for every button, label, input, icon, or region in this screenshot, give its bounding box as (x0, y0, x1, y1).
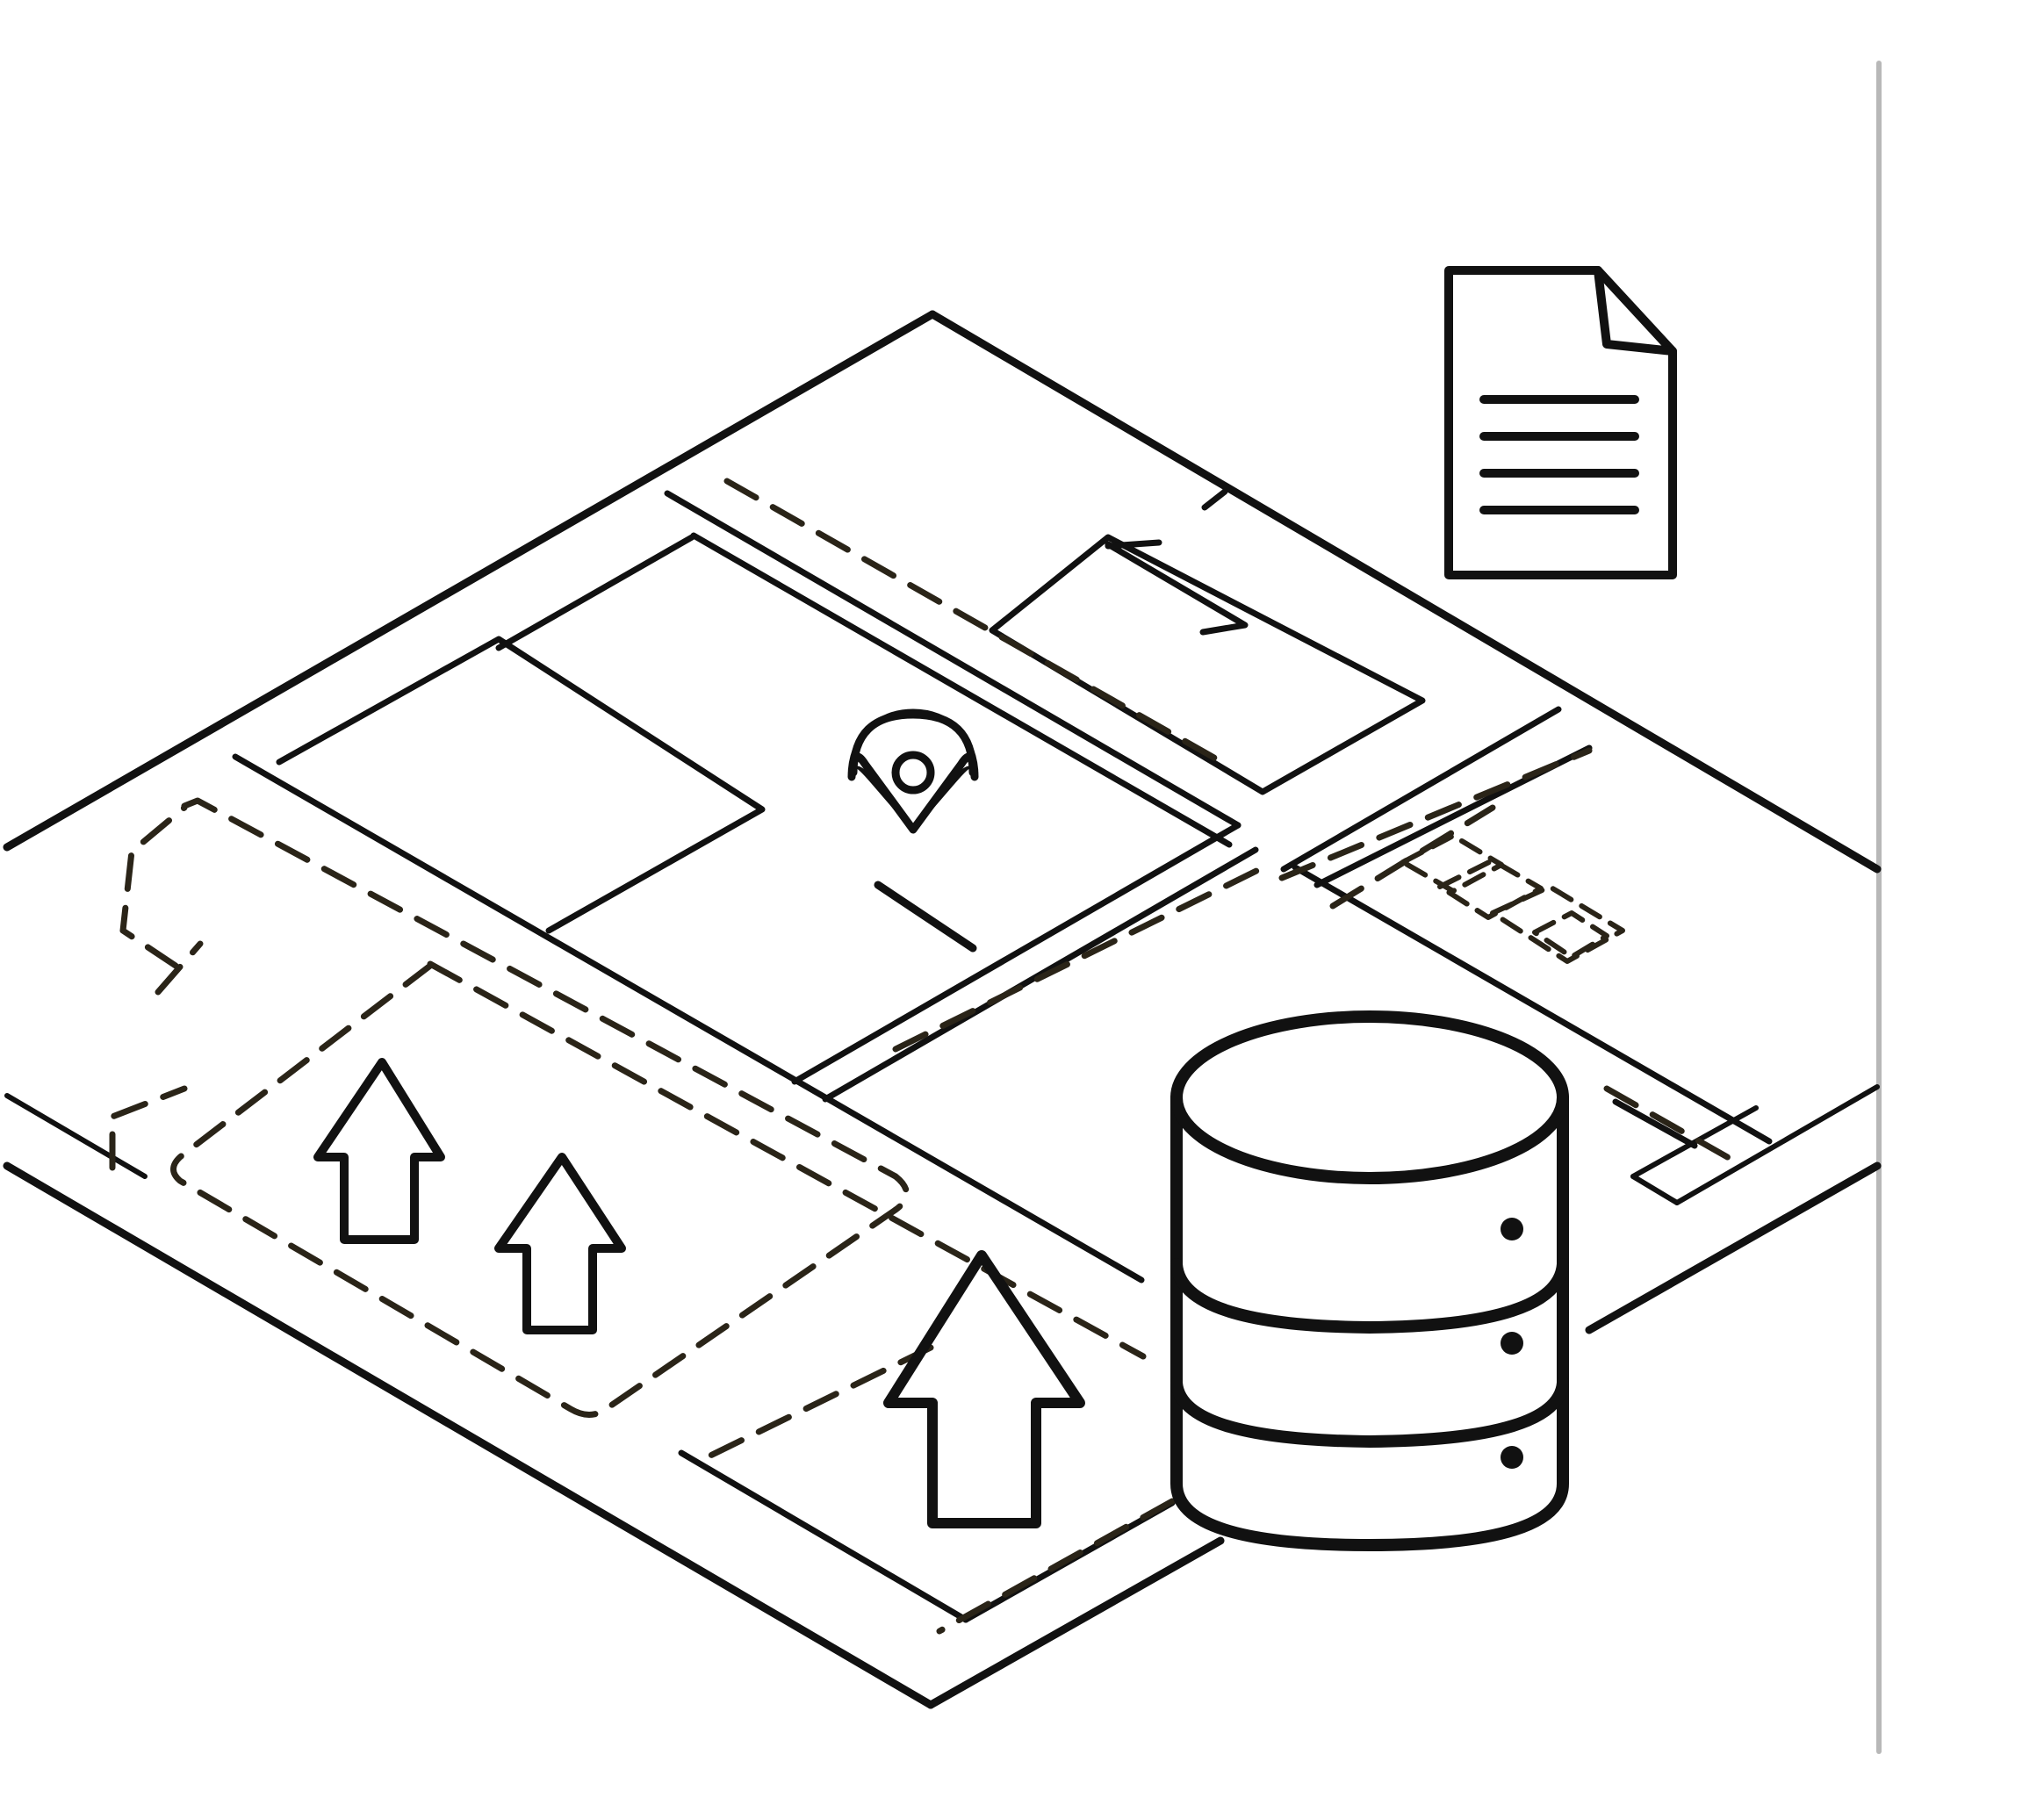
location-pin-icon (847, 708, 979, 953)
map-parcels (232, 488, 1773, 1623)
map-dashed-boundaries (109, 478, 1746, 1635)
upload-arrow-icon (883, 1250, 1085, 1528)
database-icon (1170, 1010, 1569, 1551)
upload-arrow-icon (494, 1153, 626, 1334)
document-icon (1444, 266, 1677, 579)
isometric-platform (3, 310, 1882, 1709)
upload-arrow-icon (313, 1058, 445, 1244)
map-block-cluster (1400, 833, 1625, 964)
